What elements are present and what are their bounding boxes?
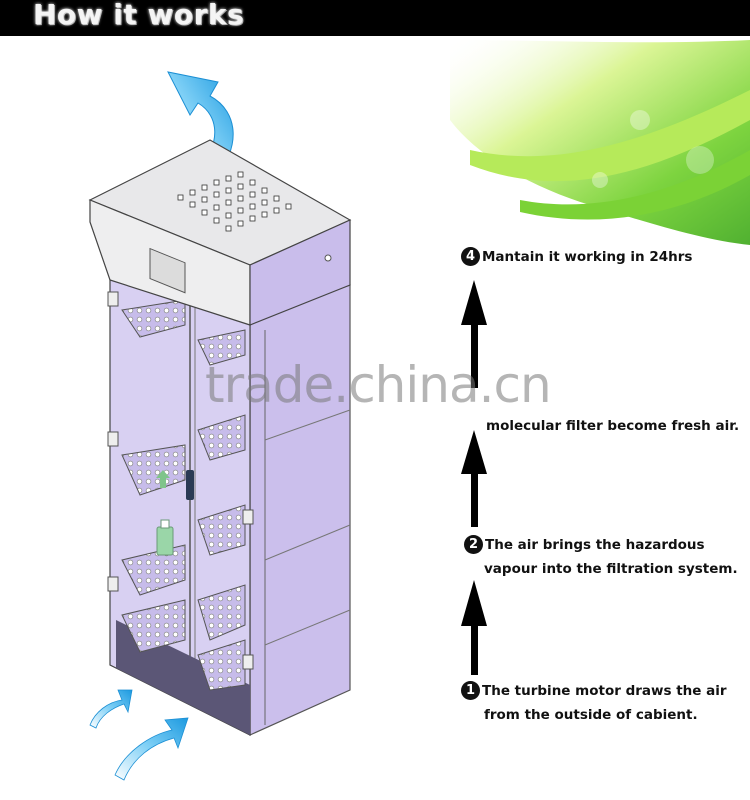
step-2-line-2: vapour into the filtration system. <box>484 557 738 581</box>
step-number-badge: 2 <box>464 534 483 554</box>
process-arrows <box>461 280 487 675</box>
green-leaf-decoration <box>450 40 750 245</box>
cabinet-illustration <box>88 40 750 781</box>
header-title: How it works <box>33 0 245 31</box>
up-arrow-icon <box>461 280 487 388</box>
up-arrow-icon <box>461 580 487 675</box>
step-number-badge: 1 <box>461 680 480 700</box>
up-arrow-icon <box>461 430 487 527</box>
intake-arrow-icon <box>89 689 133 729</box>
step-number-badge: 4 <box>461 246 480 266</box>
filter-unit <box>88 139 352 326</box>
step-text: from the outside of cabient. <box>484 707 698 723</box>
watermark: trade.china.cn <box>205 356 552 414</box>
step-3: molecular filter become fresh air. <box>486 414 739 438</box>
step-text: Mantain it working in 24hrs <box>482 249 693 265</box>
step-1-line-2: from the outside of cabient. <box>484 703 698 727</box>
intake-arrow-icon <box>114 717 189 781</box>
cabinet-body <box>107 261 351 736</box>
step-text: The air brings the hazardous <box>485 537 705 553</box>
header-bar: How it works <box>0 0 750 36</box>
step-text: molecular filter become fresh air. <box>486 418 740 434</box>
step-text: vapour into the filtration system. <box>484 561 738 577</box>
step-text: The turbine motor draws the air <box>482 683 727 699</box>
